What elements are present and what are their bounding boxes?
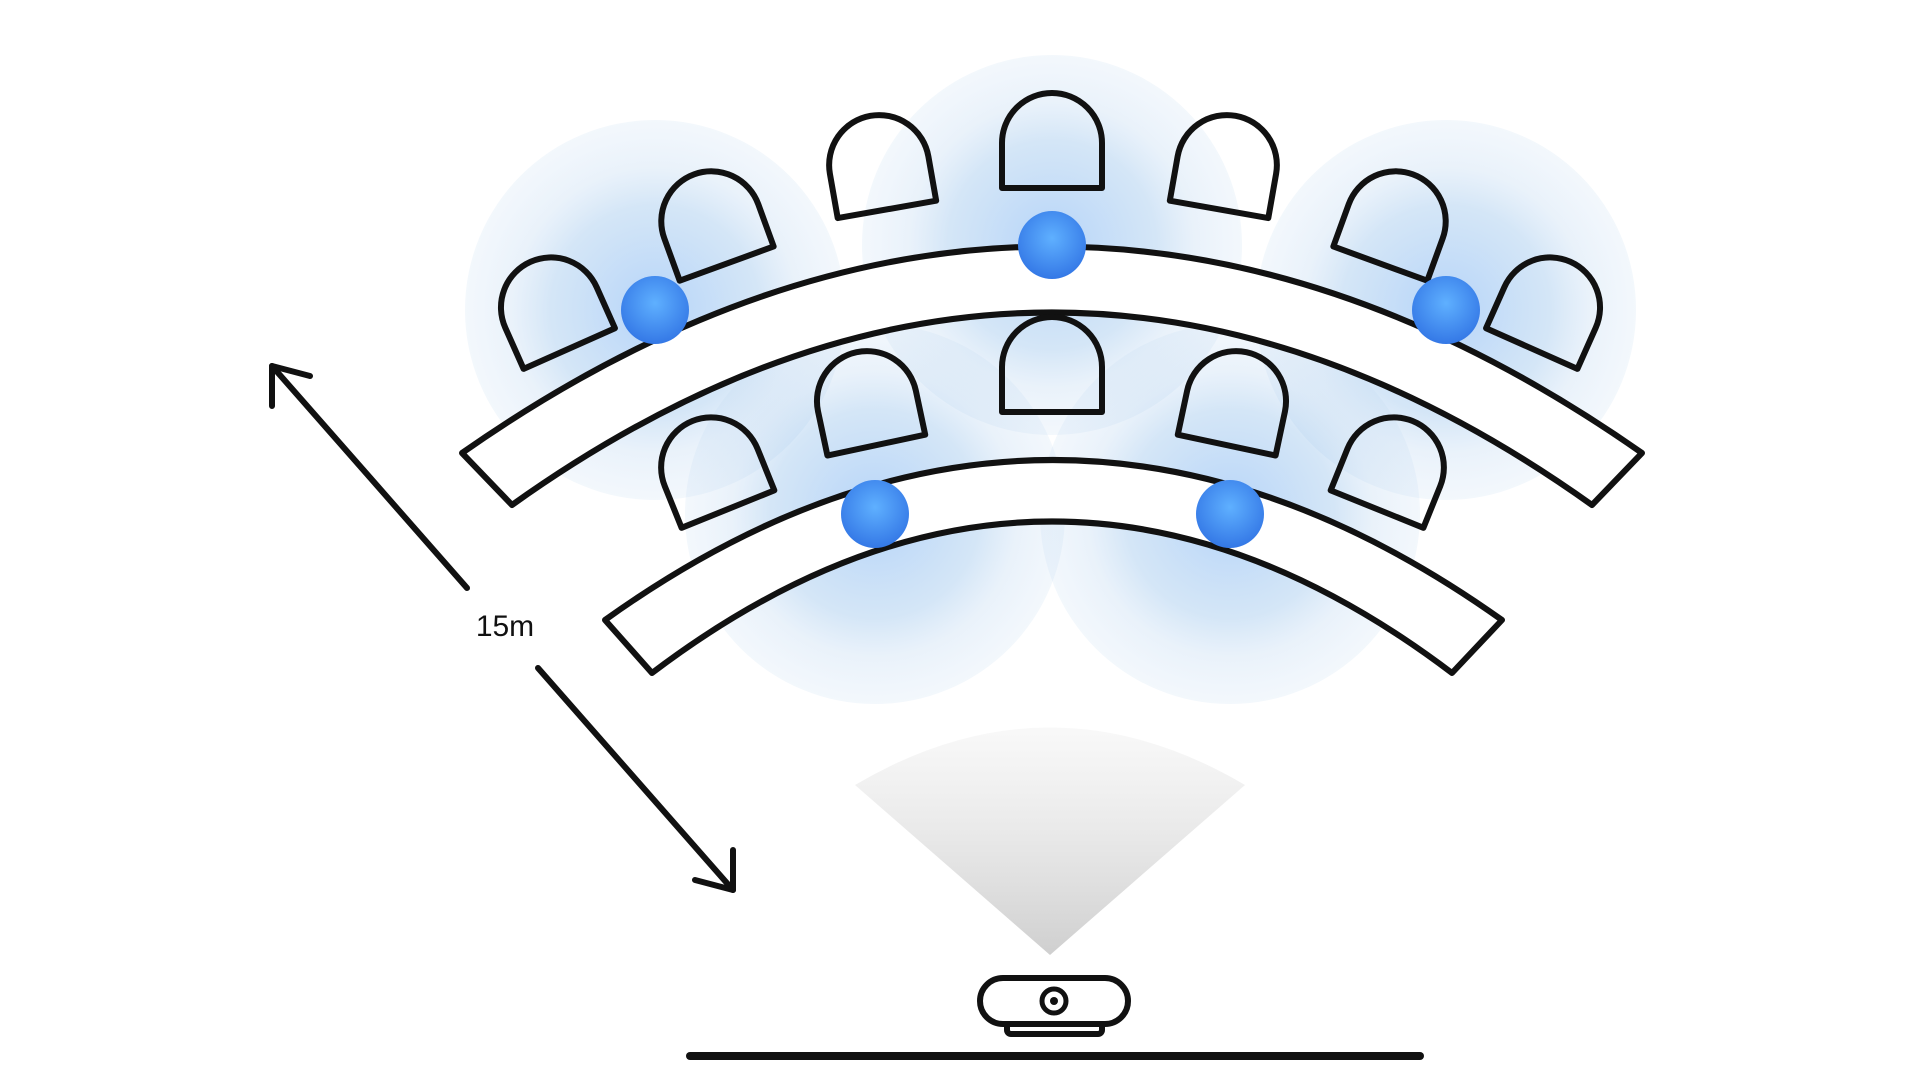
microphone-icon [1196,480,1264,548]
camera-icon [977,975,1131,1037]
camera-field-of-view [855,727,1245,955]
microphones [621,211,1480,548]
back-table [459,243,1645,508]
microphone-icon [1018,211,1086,279]
microphone-icon [621,276,689,344]
microphone-icon [1412,276,1480,344]
microphone-icon [841,480,909,548]
arrow-head-top-icon [269,363,313,409]
distance-arrow [269,363,736,893]
arrow-head-bottom-icon [692,847,736,893]
front-table [602,457,1505,676]
distance-label: 15m [476,610,534,643]
